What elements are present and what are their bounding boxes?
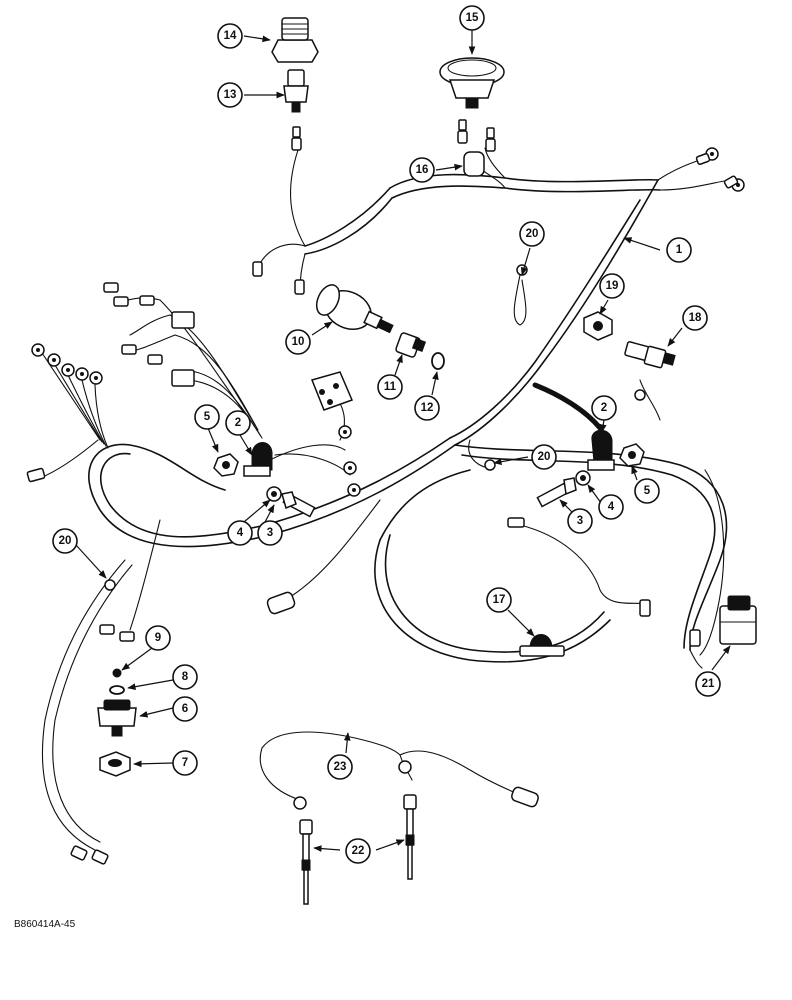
- temperature-sender: [283, 69, 309, 113]
- callout-5-right: 5: [634, 478, 660, 504]
- relay-block: [310, 371, 354, 411]
- callout-10: 10: [285, 329, 311, 355]
- callout-8: 8: [172, 664, 198, 690]
- svg-text:19: 19: [606, 280, 619, 292]
- svg-text:1: 1: [676, 244, 683, 256]
- terminals: [26, 119, 745, 865]
- svg-text:4: 4: [608, 501, 615, 513]
- svg-text:3: 3: [577, 515, 583, 527]
- figure-code: B860414A-45: [14, 919, 76, 930]
- svg-text:5: 5: [644, 485, 651, 497]
- svg-text:2: 2: [235, 417, 241, 429]
- svg-text:7: 7: [182, 757, 188, 769]
- svg-text:5: 5: [204, 411, 211, 423]
- clamp-left: [243, 442, 273, 477]
- main-harness: [88, 173, 728, 663]
- callout-12: 12: [414, 395, 440, 421]
- callout-20-left: 20: [52, 528, 78, 554]
- washer-left: [266, 486, 282, 502]
- o-ring: [431, 352, 445, 370]
- solenoid: [315, 284, 394, 334]
- callout-19: 19: [599, 273, 625, 299]
- callout-11: 11: [377, 374, 403, 400]
- callout-3-right: 3: [567, 508, 593, 534]
- callouts: 1 2 2 3 3 4 4 5 5 6 7 8 9 10 11 12 13 14…: [52, 5, 731, 864]
- harness-clip: [519, 634, 565, 657]
- glow-plug-right: [403, 794, 417, 880]
- adapter-fitting: [271, 17, 319, 63]
- callout-20-top: 20: [519, 221, 545, 247]
- callout-21: 21: [695, 671, 721, 697]
- svg-text:4: 4: [237, 527, 244, 539]
- callout-4-left: 4: [227, 520, 253, 546]
- callout-2-left: 2: [225, 410, 251, 436]
- svg-text:20: 20: [538, 451, 551, 463]
- svg-text:22: 22: [352, 845, 365, 857]
- svg-text:14: 14: [224, 30, 237, 42]
- callout-20-middle: 20: [531, 444, 557, 470]
- svg-text:6: 6: [182, 703, 188, 715]
- svg-text:21: 21: [702, 678, 715, 690]
- bolt-right: [536, 477, 577, 508]
- bolt-left: [281, 491, 316, 518]
- svg-text:8: 8: [182, 671, 189, 683]
- svg-text:16: 16: [416, 164, 429, 176]
- callout-18: 18: [682, 305, 708, 331]
- harness-branch-wires: [39, 147, 731, 851]
- svg-text:11: 11: [384, 381, 397, 393]
- svg-text:23: 23: [334, 761, 347, 773]
- sender-stack: [97, 668, 137, 777]
- svg-text:15: 15: [466, 12, 479, 24]
- rocker-switch: [719, 595, 757, 645]
- callout-16: 16: [409, 157, 435, 183]
- svg-text:17: 17: [493, 594, 506, 606]
- svg-text:20: 20: [59, 535, 72, 547]
- callout-17: 17: [486, 587, 512, 613]
- callout-2-right: 2: [591, 395, 617, 421]
- callout-14: 14: [217, 23, 243, 49]
- callout-7: 7: [172, 750, 198, 776]
- fitting-right: [583, 311, 613, 341]
- fitting: [395, 332, 427, 358]
- callout-3-left: 3: [257, 520, 283, 546]
- callout-15: 15: [459, 5, 485, 31]
- clamp-right: [587, 429, 615, 471]
- callout-4-right: 4: [598, 494, 624, 520]
- callout-1: 1: [666, 237, 692, 263]
- callout-22: 22: [345, 838, 371, 864]
- svg-text:13: 13: [224, 89, 237, 101]
- svg-text:18: 18: [689, 312, 702, 324]
- sender-right: [624, 341, 676, 369]
- nut-left: [213, 453, 239, 477]
- svg-text:3: 3: [267, 527, 273, 539]
- callout-5-left: 5: [194, 404, 220, 430]
- svg-text:9: 9: [155, 632, 161, 644]
- svg-text:12: 12: [421, 402, 434, 414]
- callout-13: 13: [217, 82, 243, 108]
- nut-right: [619, 443, 645, 467]
- svg-text:2: 2: [601, 402, 607, 414]
- callout-23: 23: [327, 754, 353, 780]
- pressure-switch: [439, 57, 505, 109]
- svg-text:20: 20: [526, 228, 539, 240]
- glow-plug-harness: [259, 731, 521, 801]
- washer-right: [575, 470, 591, 486]
- callout-9: 9: [145, 625, 171, 651]
- glow-plug-left: [299, 819, 313, 905]
- svg-text:10: 10: [292, 336, 305, 348]
- callout-6: 6: [172, 696, 198, 722]
